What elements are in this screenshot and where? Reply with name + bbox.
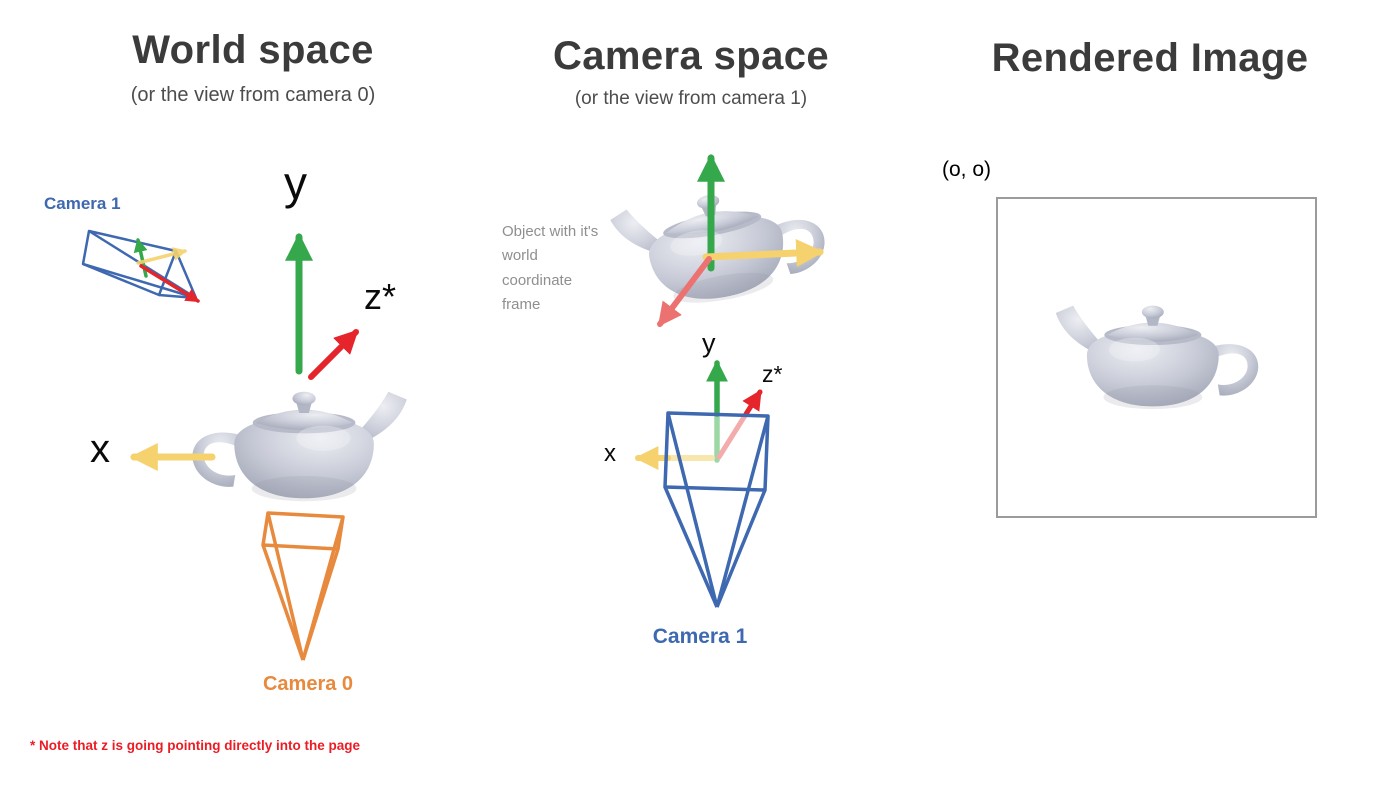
- camera1-z-arrow: [139, 264, 200, 303]
- camera0-label: Camera 0: [262, 673, 354, 695]
- camera-space-subtitle: (or the view from camera 1): [574, 88, 808, 109]
- object-x-arrow: [702, 239, 825, 268]
- teapot-world: [192, 391, 407, 502]
- camera1-y-arrow: [133, 237, 148, 278]
- camera-y-axis-label: y: [702, 328, 716, 358]
- rendered-image-title: Rendered Image: [991, 36, 1309, 80]
- camera-x-axis-label: x: [604, 440, 616, 467]
- camera-frame-arrows: [634, 359, 763, 470]
- world-axes-arrows: [129, 232, 359, 471]
- origin-label: (o, o): [942, 158, 992, 181]
- object-frame-arrows: [657, 153, 825, 327]
- rendered-image-frame: [996, 197, 1317, 518]
- camera1-local-axes-world: [133, 237, 200, 303]
- world-z-axis-arrow: [308, 329, 359, 380]
- z-axis-footnote: * Note that z is going pointing directly…: [30, 738, 360, 753]
- camera-z-axis-label: z*: [762, 361, 783, 387]
- world-z-axis-label: z*: [364, 276, 397, 317]
- object-frame-note: Object with it's world coordinate frame: [502, 223, 599, 313]
- teapot-camera-space: [609, 176, 832, 318]
- camera1-label-world: Camera 1: [44, 194, 121, 213]
- camera1-label-camera-space: Camera 1: [652, 625, 748, 648]
- camera0-frustum: [261, 511, 345, 661]
- world-space-title: World space: [132, 28, 374, 72]
- world-y-axis-label: y: [284, 157, 307, 209]
- world-space-subtitle: (or the view from camera 0): [130, 84, 376, 106]
- world-x-axis-label: x: [90, 427, 110, 471]
- camera-space-title: Camera space: [552, 34, 830, 78]
- object-z-arrow: [657, 256, 712, 327]
- camera-z-arrow: [742, 389, 763, 417]
- camera1-x-arrow: [136, 247, 188, 265]
- camera1-frustum-camera-space: [663, 411, 770, 608]
